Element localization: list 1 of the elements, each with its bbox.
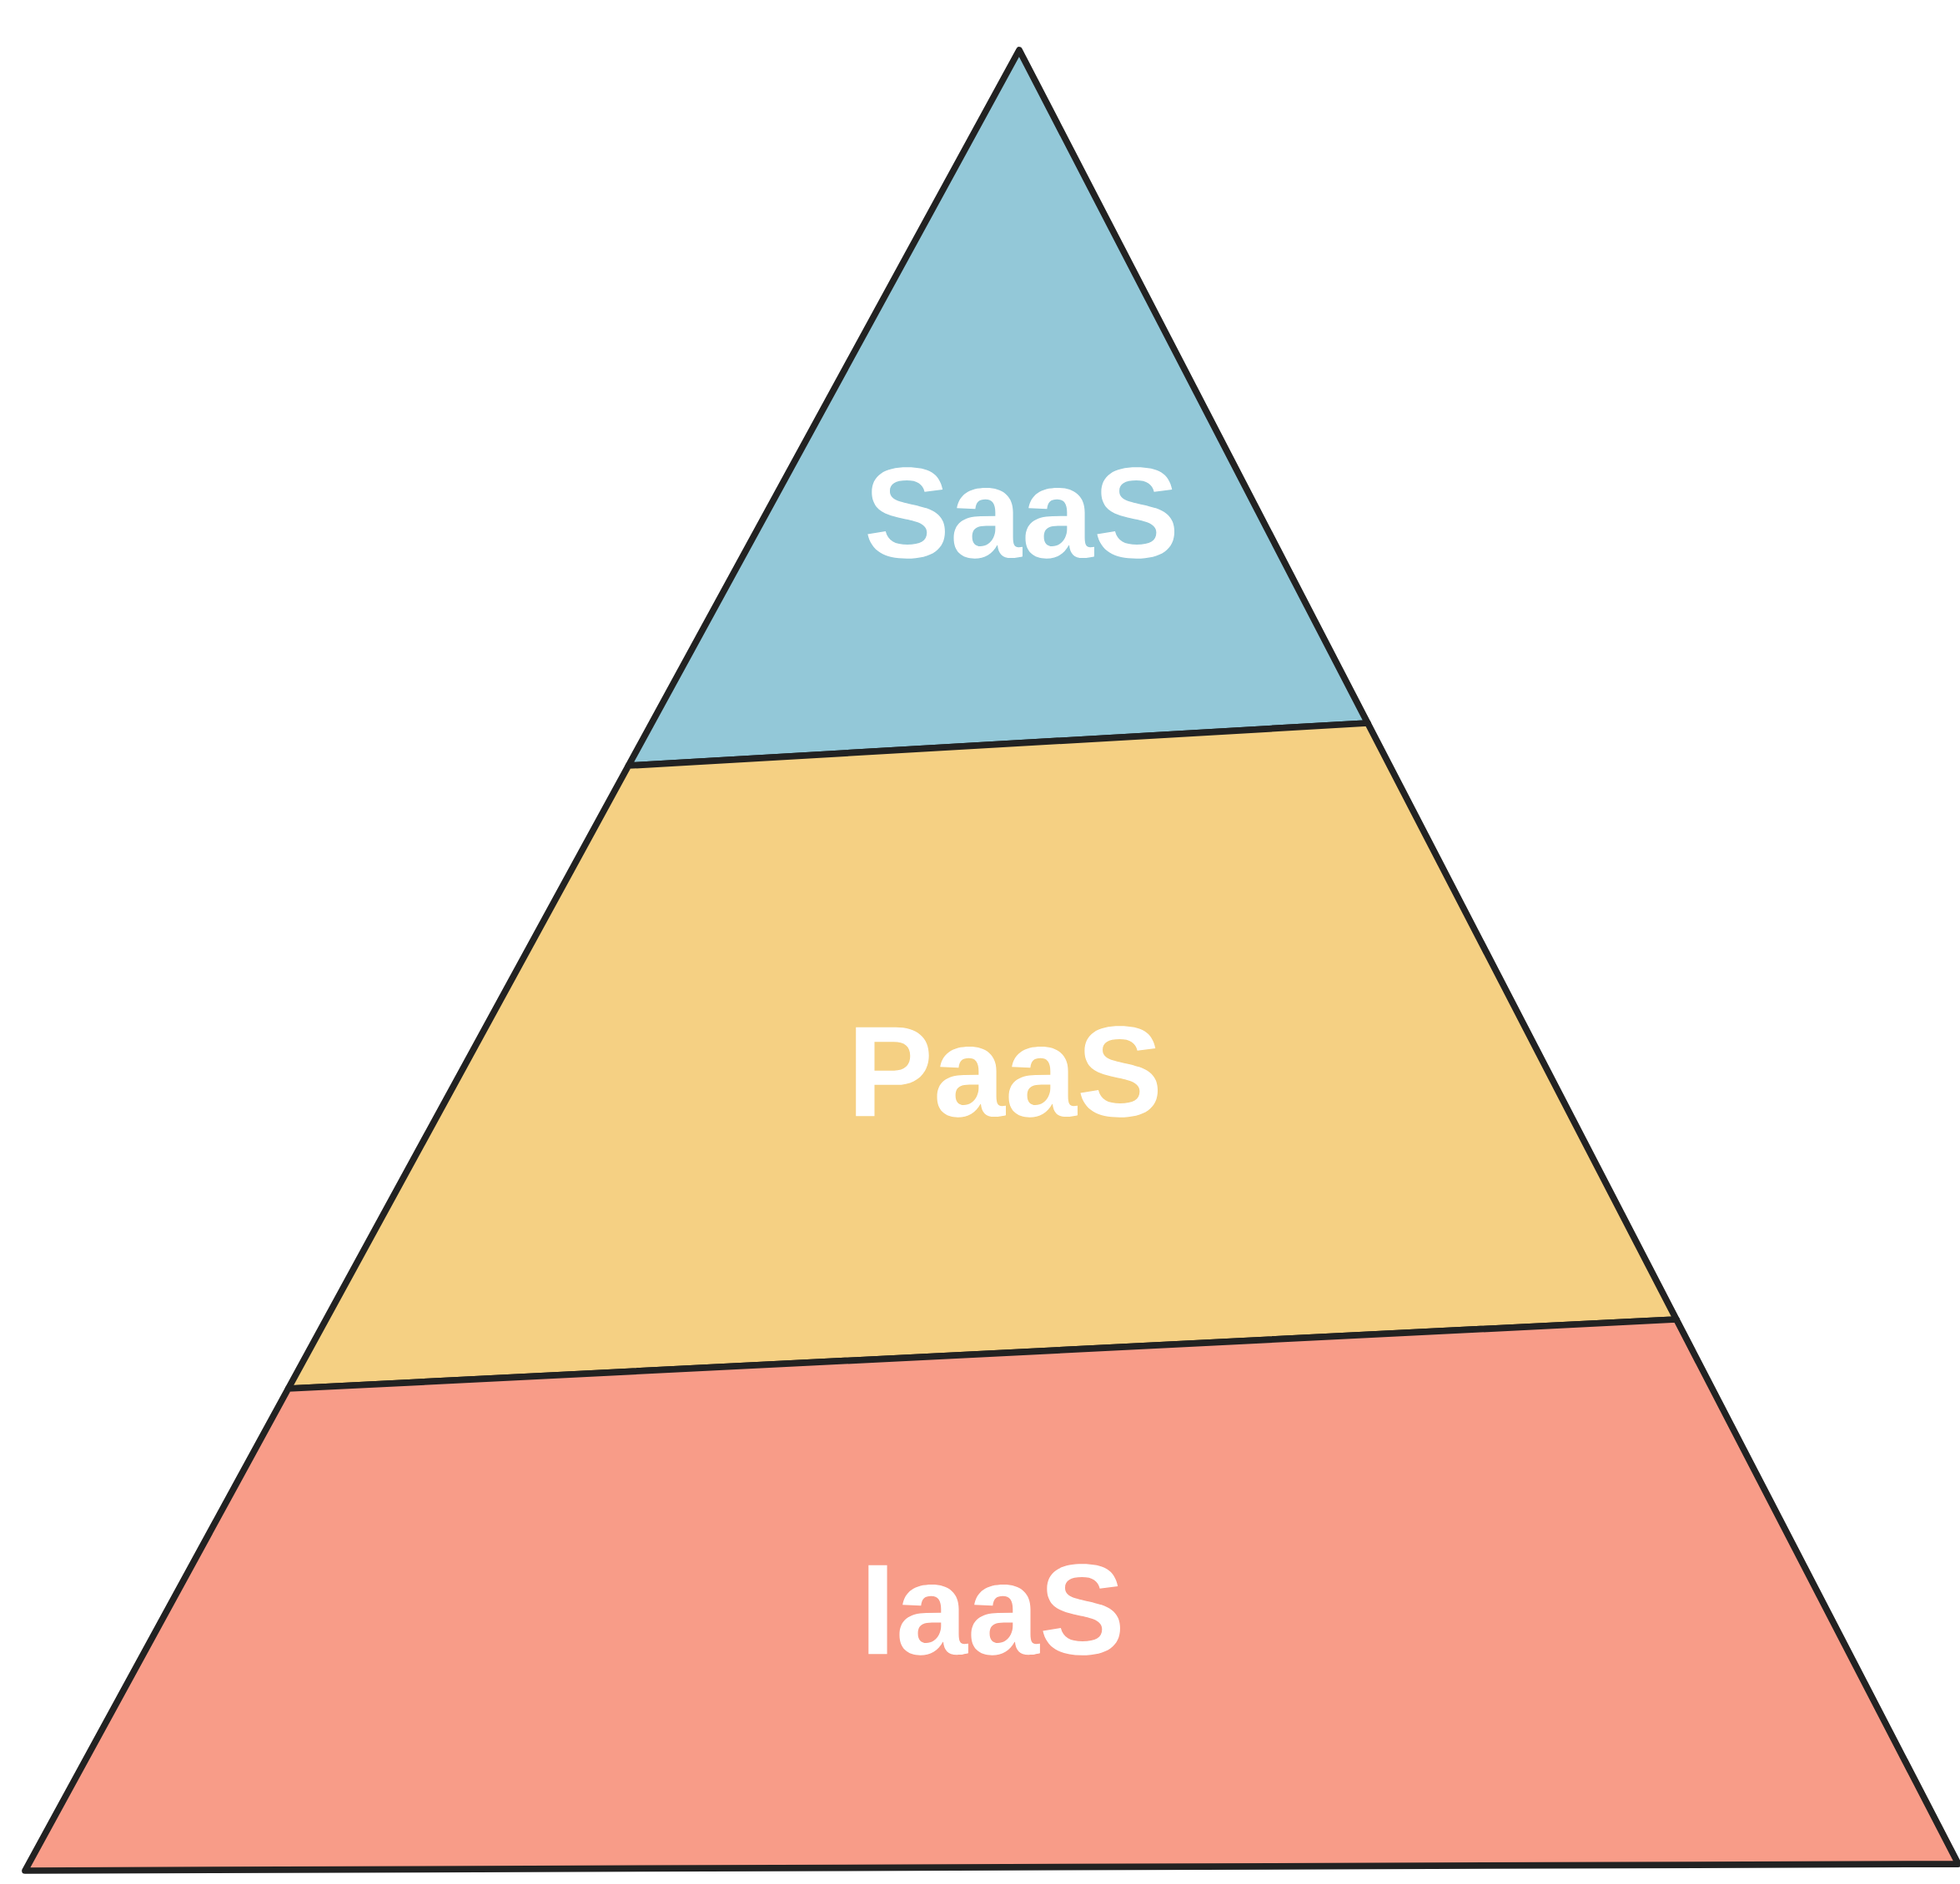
pyramid-tier: IaaS	[22, 1316, 1960, 1874]
